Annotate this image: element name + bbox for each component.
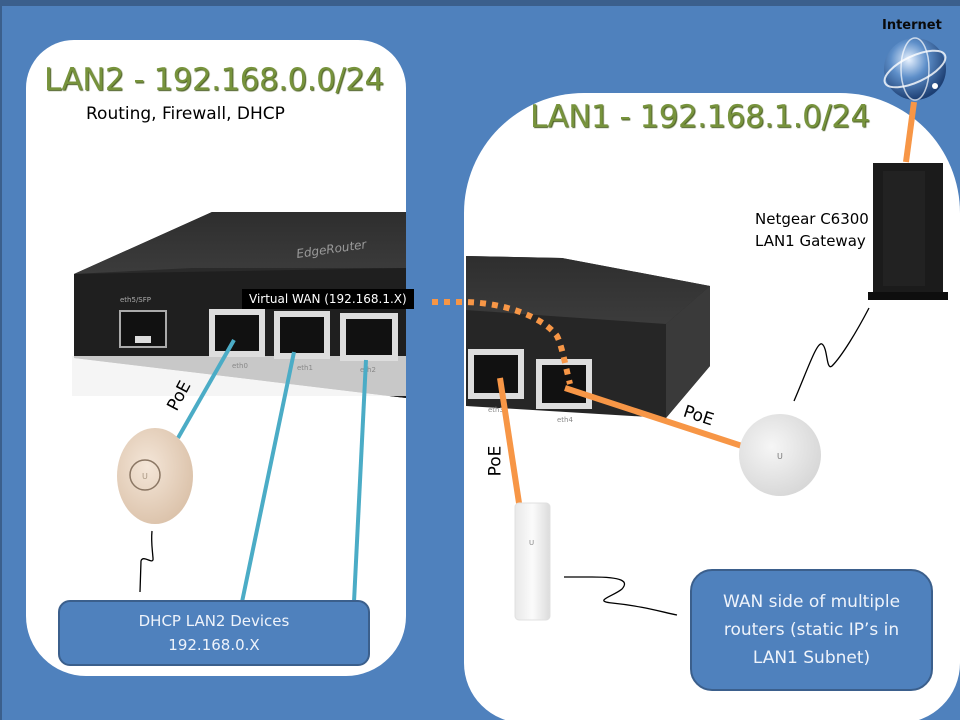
diagram-graphics: EdgeRouter eth5/SFP eth0 eth1 eth2 (72, 37, 948, 621)
svg-text:U: U (142, 472, 148, 481)
netgear-c6300 (868, 163, 948, 300)
wireless-link-ap-lan2 (139, 530, 154, 593)
wan-callout-line1: WAN side of multiple (722, 592, 901, 612)
globe-icon (883, 37, 947, 101)
dhcp-callout-line1: DHCP LAN2 Devices (138, 612, 290, 630)
wan-callout-line2: routers (static IP’s in (723, 620, 900, 640)
wan-routers-callout: WAN side of multiple routers (static IP’… (690, 569, 933, 691)
netgear-role: LAN1 Gateway (755, 232, 866, 250)
port-eth5-sfp: eth5/SFP (119, 296, 167, 348)
svg-text:U: U (529, 539, 534, 547)
lan1-title: LAN1 - 192.168.1.0/24 (530, 99, 870, 135)
netgear-label: Netgear C6300 LAN1 Gateway (755, 208, 869, 252)
wan-callout-line3: LAN1 Subnet) (752, 648, 871, 668)
port-eth0: eth0 (209, 309, 265, 370)
wireless-link-nanostation (564, 576, 678, 616)
virtual-wan-link (432, 299, 573, 385)
internet-label: Internet (882, 18, 942, 33)
cable-eth0-ap (176, 339, 236, 439)
lan2-subtitle: Routing, Firewall, DHCP (86, 104, 285, 124)
virtual-wan-label: Virtual WAN (192.168.1.X) (242, 289, 414, 309)
poe-label-eth3: PoE (485, 445, 506, 477)
cable-eth4-nanobeam (564, 385, 743, 449)
port-eth2: eth2 (340, 313, 398, 374)
svg-text:eth0: eth0 (232, 362, 248, 370)
dhcp-devices-callout: DHCP LAN2 Devices 192.168.0.X (58, 600, 370, 666)
dhcp-callout-line2: 192.168.0.X (168, 636, 260, 654)
cable-eth2-devices (352, 359, 368, 603)
lan2-title: LAN2 - 192.168.0.0/24 (44, 62, 384, 98)
svg-text:eth1: eth1 (297, 364, 313, 372)
edgerouter-right-half: eth3 eth4 (466, 256, 710, 424)
svg-text:eth4: eth4 (557, 416, 573, 424)
wireless-link-netgear (793, 307, 870, 402)
unifi-ap-lan2: U (117, 428, 193, 524)
nanobeam-device: U (739, 414, 821, 496)
netgear-model: Netgear C6300 (755, 210, 869, 228)
internet-cable (903, 101, 917, 163)
svg-text:eth5/SFP: eth5/SFP (120, 296, 151, 304)
cable-eth1-devices (240, 351, 296, 603)
nanostation-device: U (514, 502, 551, 621)
port-eth3: eth3 (468, 349, 524, 414)
svg-text:U: U (777, 452, 783, 461)
port-eth1: eth1 (274, 311, 330, 372)
svg-text:eth2: eth2 (360, 366, 376, 374)
cable-eth3-nanostation (497, 377, 522, 504)
svg-text:eth3: eth3 (488, 406, 504, 414)
